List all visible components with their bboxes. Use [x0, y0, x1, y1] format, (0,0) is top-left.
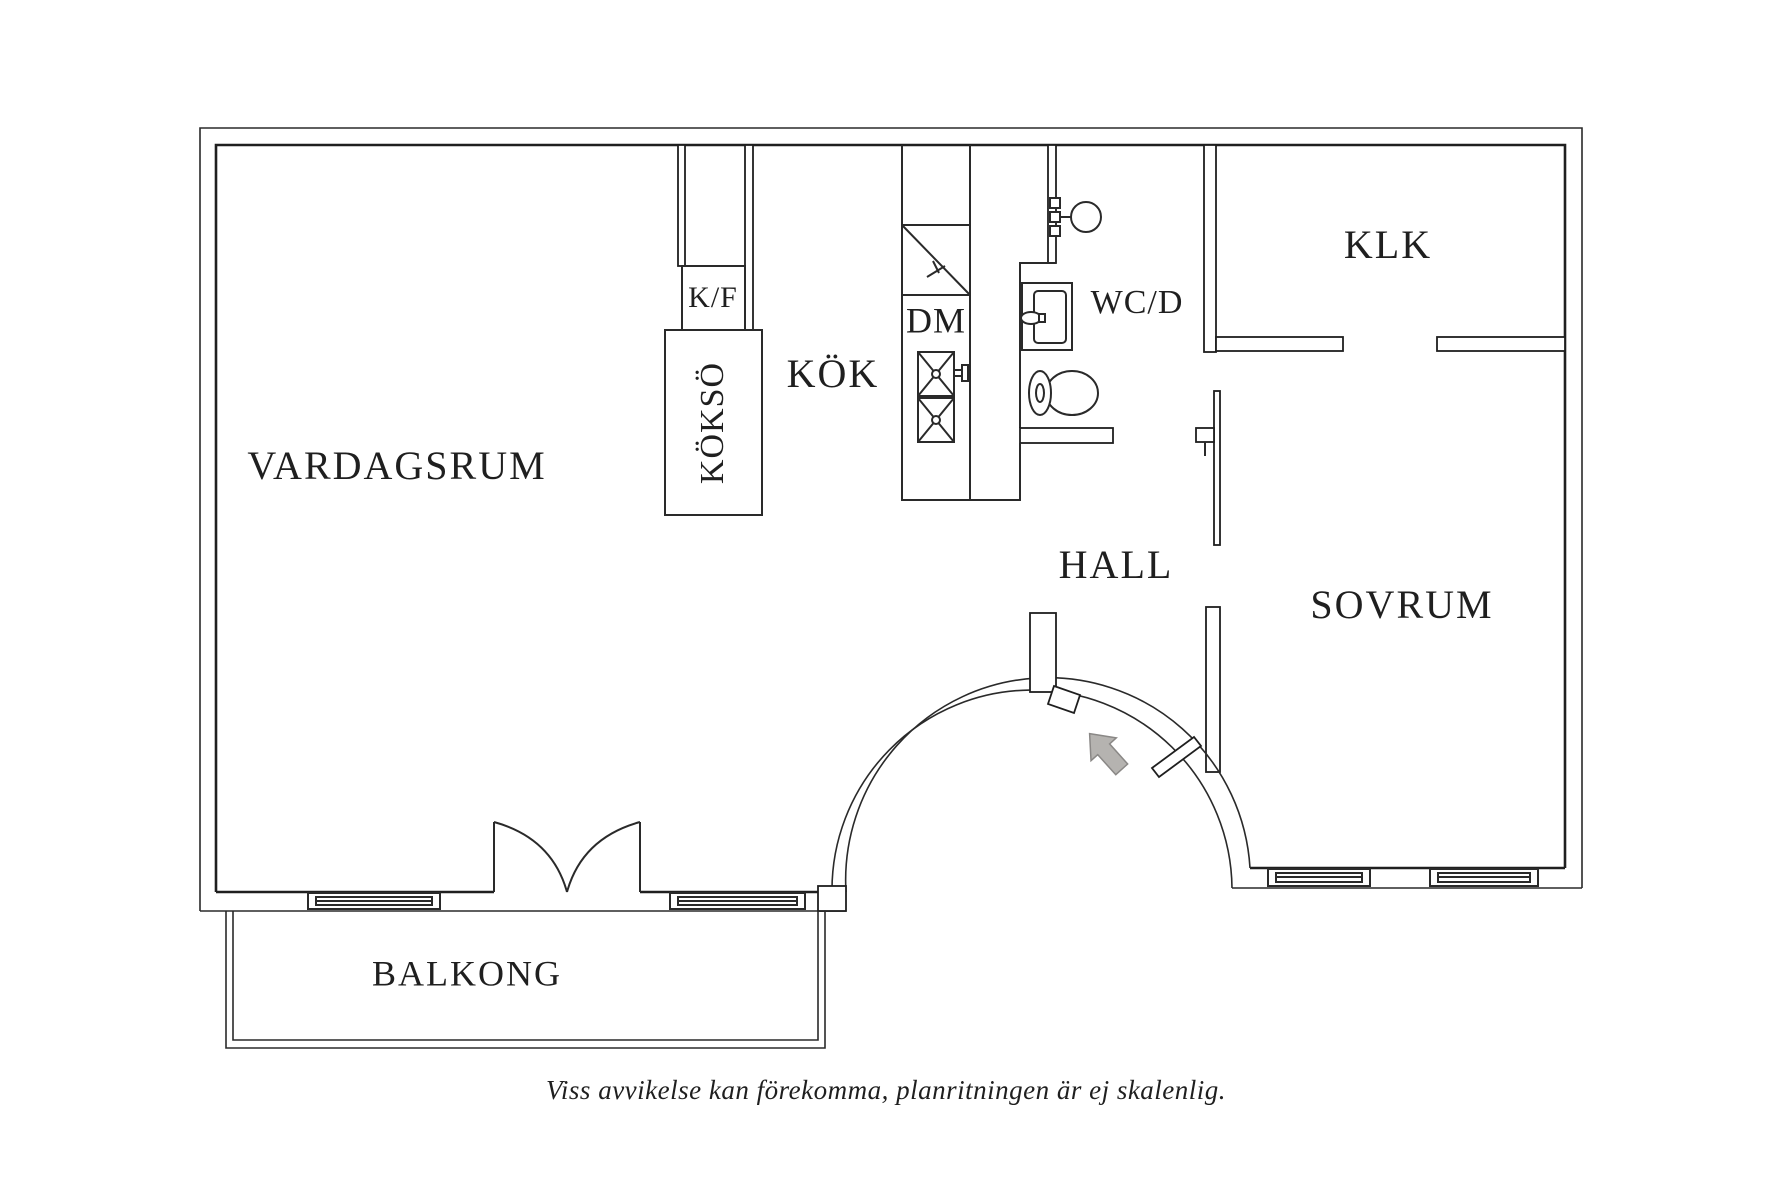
window-icon — [669, 892, 806, 910]
counter-corner-symbol — [901, 224, 971, 296]
wall-bathroom-alcove — [1019, 262, 1056, 428]
entry-arrow-icon — [1088, 732, 1129, 776]
arch-inner-line — [844, 676, 1251, 893]
wall-kitchen-west — [744, 144, 754, 331]
window-icon — [307, 892, 441, 910]
sink-icon — [1020, 282, 1073, 351]
kitchen-fixtures — [664, 145, 1021, 516]
arch-pillar — [1029, 612, 1057, 693]
kitchen-island-box — [664, 329, 763, 516]
toilet-icon — [1028, 370, 1099, 416]
wall-hall-bedroom-lower — [1205, 606, 1221, 773]
entry-door-leaf — [1150, 735, 1203, 779]
wall-closet-south-right — [1436, 336, 1566, 352]
windows — [307, 868, 1539, 910]
arch-base-block — [817, 885, 847, 912]
label-balcony: BALKONG — [372, 953, 562, 993]
kitchen-sink-icon — [917, 351, 969, 443]
label-kitchen: KÖK — [787, 351, 880, 396]
label-bathroom: WC/D — [1091, 284, 1184, 321]
label-bedroom: SOVRUM — [1310, 582, 1493, 627]
label-living-room: VARDAGSRUM — [247, 443, 546, 488]
label-fridge-freezer: K/F — [688, 281, 738, 314]
balcony-doors-icon — [493, 821, 641, 893]
wall-bathroom-closet — [1203, 144, 1217, 353]
outer-wall-line — [199, 127, 1583, 911]
wall-closet-south-left — [1215, 336, 1344, 352]
entry-arch — [817, 612, 1251, 912]
label-dishwasher: DM — [906, 300, 966, 340]
label-closet: KLK — [1344, 222, 1432, 267]
balcony-outline — [225, 911, 826, 1049]
label-hall: HALL — [1059, 542, 1174, 587]
label-kitchen-island: KÖKSÖ — [694, 362, 731, 484]
wall-livingroom-kitchen — [677, 144, 686, 267]
inner-wall-line — [214, 143, 1567, 892]
disclaimer-caption: Viss avvikelse kan förekomma, planritnin… — [546, 1075, 1226, 1105]
kitchen-counter — [901, 145, 1021, 501]
door-jamb-hall — [1195, 427, 1215, 443]
wall-bathroom-south — [1019, 427, 1114, 444]
counter-corner-box — [901, 224, 971, 296]
shower-icon — [1049, 197, 1102, 237]
window-icon — [1267, 868, 1371, 887]
bathroom-fixtures — [1020, 197, 1102, 416]
window-icon — [1429, 868, 1539, 887]
arch-door-jamb — [1046, 684, 1082, 715]
wall-hall-bedroom-upper — [1213, 390, 1221, 546]
